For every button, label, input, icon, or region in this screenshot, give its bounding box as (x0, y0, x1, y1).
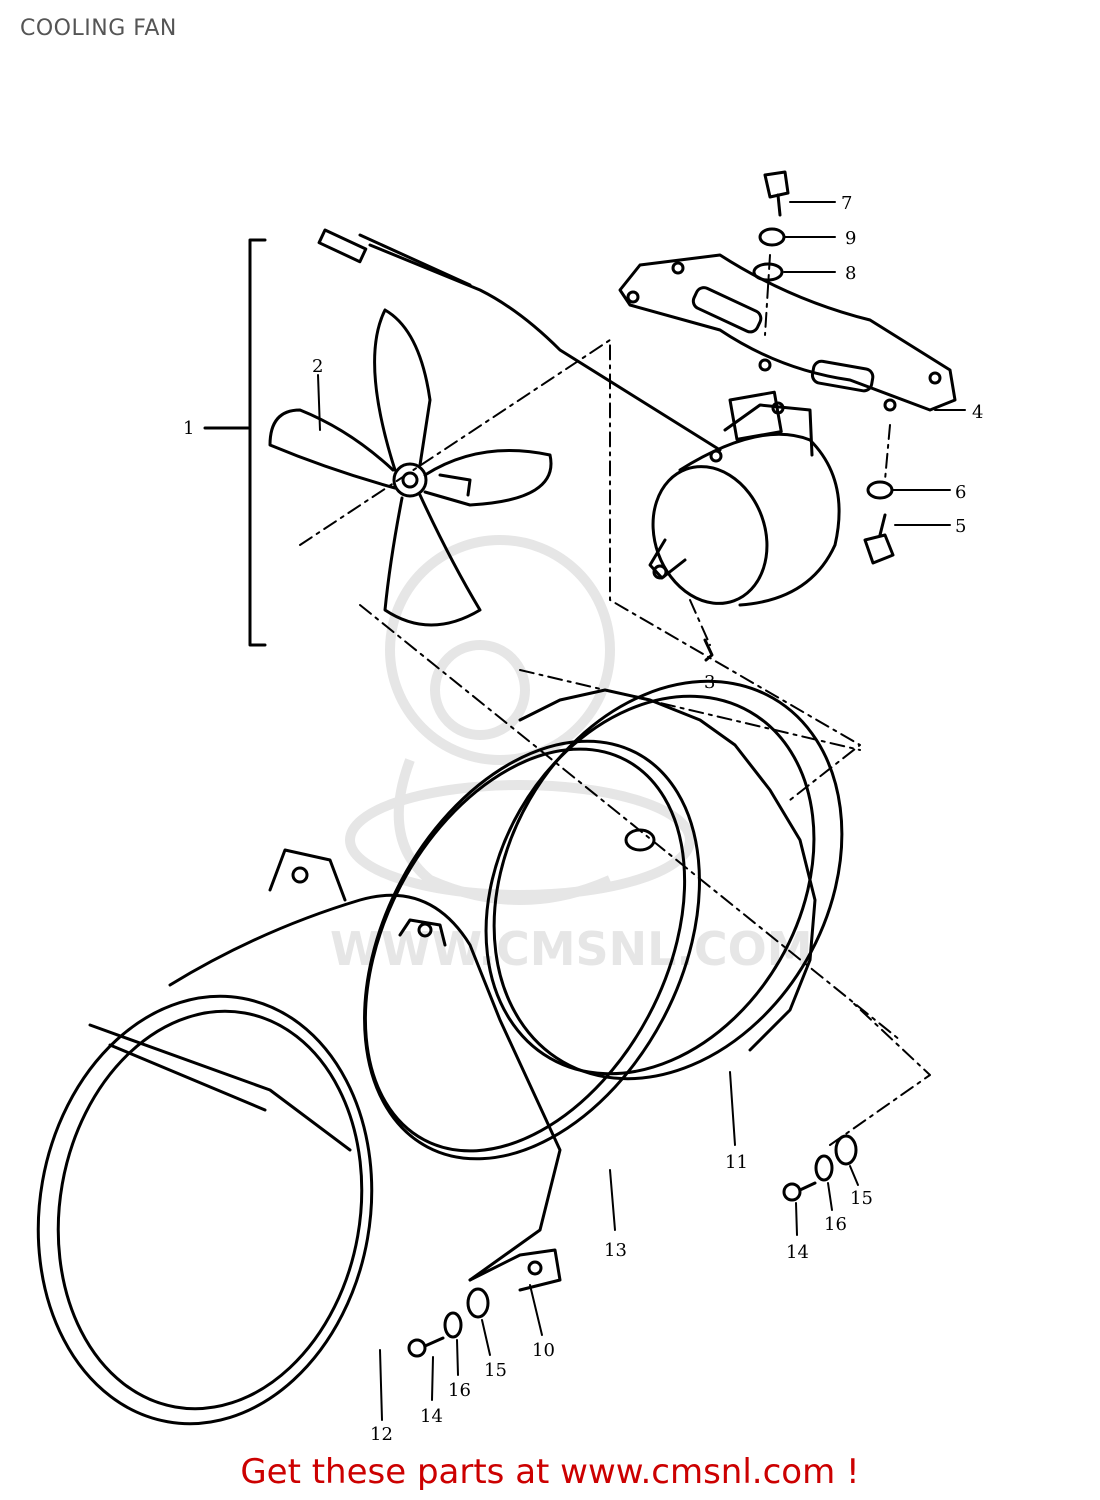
fan-cover (36, 848, 562, 1426)
callout-11: 11 (725, 1152, 748, 1173)
callout-6: 6 (955, 482, 966, 503)
assembly-bracket (248, 238, 267, 647)
mounting-bracket (618, 253, 957, 415)
screw-14-lower (407, 1336, 445, 1358)
callout-10: 10 (532, 1340, 555, 1361)
leader-lines (317, 201, 966, 1421)
callout-8: 8 (845, 263, 856, 284)
washer-16-right (814, 1154, 834, 1182)
washer-6 (866, 480, 894, 500)
fan-blade (268, 308, 553, 627)
washer-16-lower (443, 1311, 463, 1339)
page-title: COOLING FAN (20, 16, 177, 41)
washer-9 (758, 227, 786, 247)
callout-labels: 1 2 3 4 5 6 7 8 9 10 11 12 13 14 16 15 1… (183, 193, 983, 1445)
callout-5: 5 (955, 516, 966, 537)
guide-lines (299, 254, 931, 1146)
washer-8 (752, 262, 784, 282)
seal-ring (363, 739, 701, 1161)
callout-15-lower: 15 (484, 1360, 507, 1381)
callout-2: 2 (312, 356, 323, 377)
fan-motor (648, 390, 841, 607)
footer-banner: Get these parts at www.cmsnl.com ! (0, 1452, 1100, 1492)
callout-7: 7 (841, 193, 852, 214)
fan-shroud (484, 679, 844, 1081)
motor-wire (317, 228, 722, 452)
washer-15-lower (466, 1287, 490, 1319)
nut-3 (703, 638, 714, 662)
watermark-logo (345, 535, 695, 905)
callout-1: 1 (183, 418, 194, 439)
watermark-text: WWW.CMSNL.COM (330, 922, 813, 976)
bolt-7 (763, 170, 790, 217)
callout-16-lower: 16 (448, 1380, 471, 1401)
callout-3: 3 (704, 672, 715, 693)
callout-4: 4 (972, 402, 983, 423)
callout-14-lower: 14 (420, 1406, 443, 1427)
screw-14-right (782, 1181, 817, 1202)
footer-link[interactable]: Get these parts at www.cmsnl.com ! (240, 1452, 860, 1492)
callout-9: 9 (845, 228, 856, 249)
callout-16-right: 16 (824, 1214, 847, 1235)
callout-14-right: 14 (786, 1242, 809, 1263)
callout-13: 13 (604, 1240, 627, 1261)
bolt-5 (863, 513, 895, 565)
callout-15-right: 15 (850, 1188, 873, 1209)
washer-15-right (834, 1134, 858, 1166)
callout-12: 12 (370, 1424, 393, 1445)
